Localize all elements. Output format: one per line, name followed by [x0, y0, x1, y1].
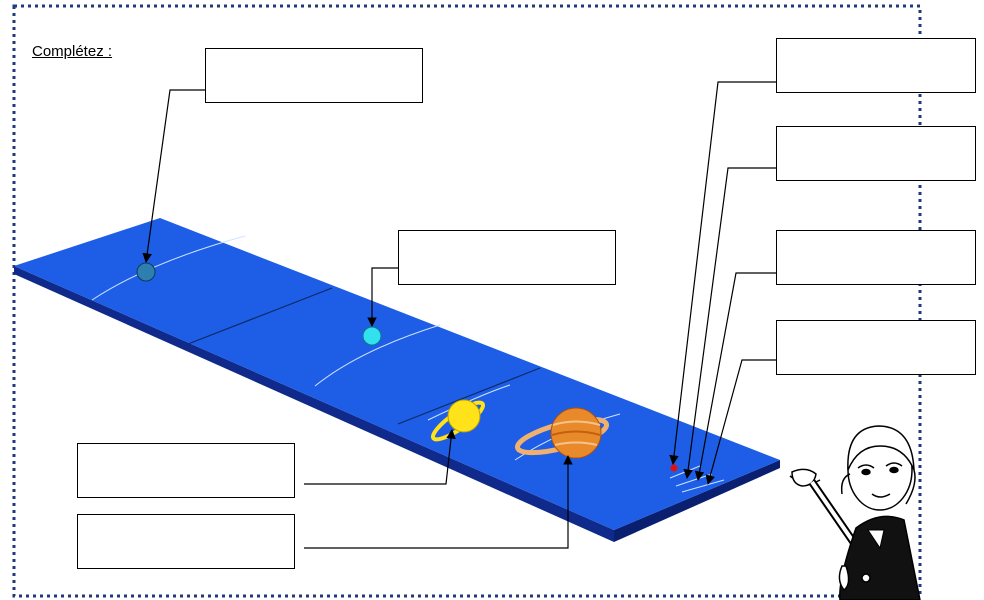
- answer-box-right-3[interactable]: [776, 230, 976, 285]
- answer-box-bottom-left-2[interactable]: [77, 514, 295, 569]
- answer-box-right-4[interactable]: [776, 320, 976, 375]
- answer-box-right-1[interactable]: [776, 38, 976, 93]
- answer-box-top-left[interactable]: [205, 48, 423, 103]
- saturn-like-planet-icon: [431, 399, 485, 442]
- answer-box-right-2[interactable]: [776, 126, 976, 181]
- answer-box-bottom-left-1[interactable]: [77, 443, 295, 498]
- leader-lines: [142, 81, 776, 549]
- instruction-label: Complétez :: [32, 43, 113, 60]
- board-seam: [187, 287, 333, 345]
- answer-box-middle[interactable]: [398, 230, 616, 285]
- board-side-right: [614, 460, 780, 542]
- planet-far-icon: [136, 262, 156, 282]
- presenter-girl-illustration: [789, 425, 921, 600]
- planet-mid-icon: [362, 326, 382, 346]
- board-side: [14, 266, 614, 542]
- ringed-gas-giant-icon: [514, 407, 610, 459]
- dotted-frame: [12, 4, 922, 598]
- sun-dot-icon: [670, 464, 678, 472]
- board-seam: [397, 367, 541, 425]
